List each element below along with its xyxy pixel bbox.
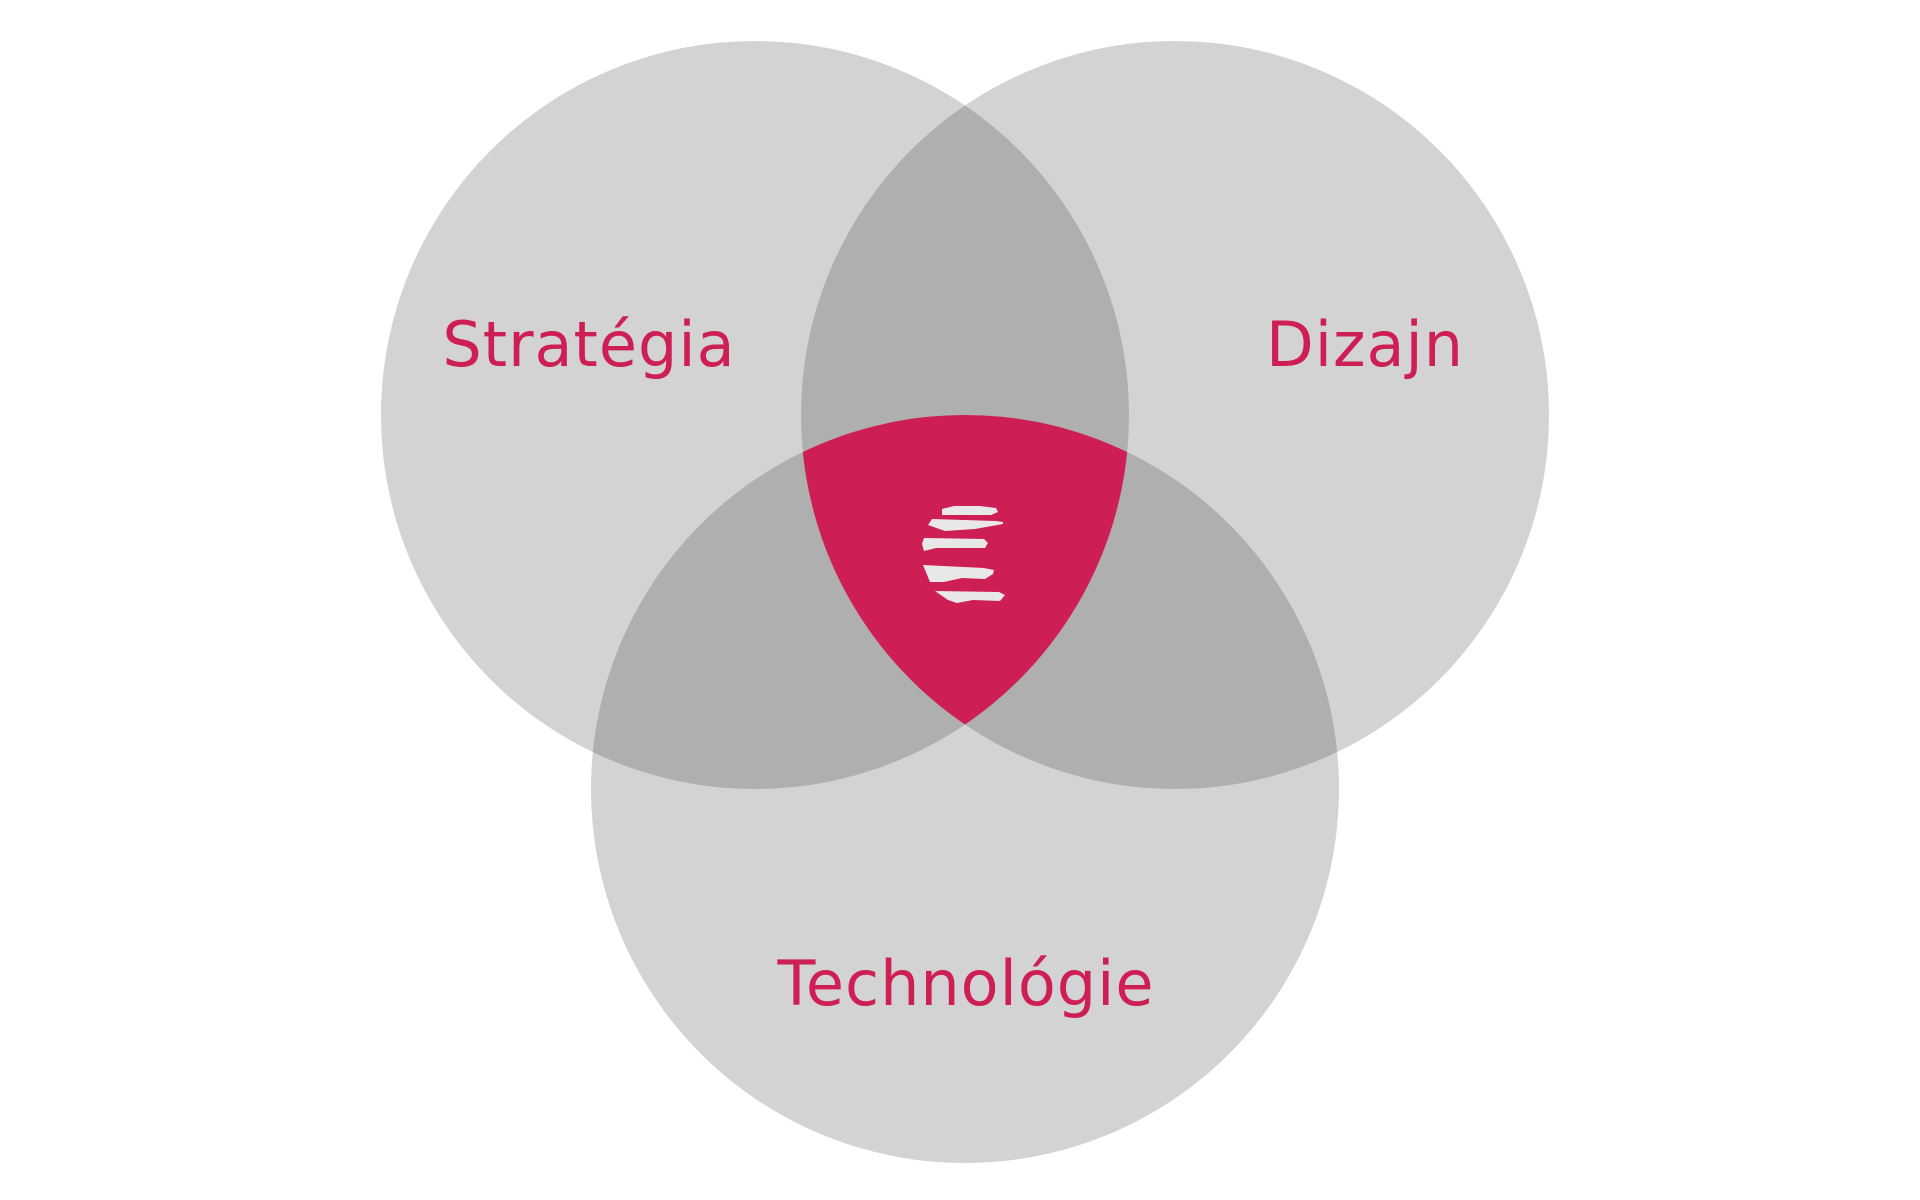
- design-technology-overlap: [801, 415, 1339, 789]
- label-design: Dizajn: [1266, 308, 1464, 381]
- label-strategy: Stratégia: [442, 308, 735, 381]
- strategy-technology-overlap: [591, 415, 1129, 789]
- label-technology: Technológie: [777, 947, 1155, 1020]
- striped-e-logo-icon: [922, 506, 1005, 603]
